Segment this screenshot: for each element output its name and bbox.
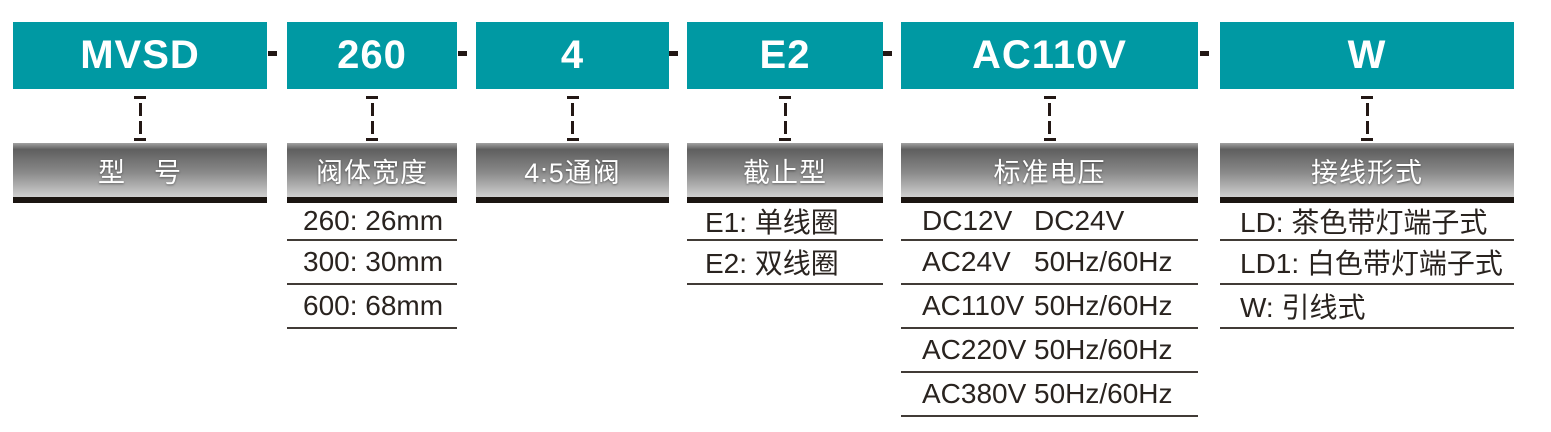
- option-text: E1: 单线圈: [705, 207, 839, 238]
- arrow-dash: [370, 121, 374, 134]
- label-underbar: [476, 197, 669, 203]
- dashed-arrow: [687, 96, 883, 141]
- option-text: LD1: 白色带灯端子式: [1240, 248, 1503, 279]
- segment-column-model: MVSD 型 号: [13, 0, 267, 203]
- segment-label-valve-type: 4:5通阀: [476, 143, 669, 197]
- option-row: LD: 茶色带灯端子式: [1220, 203, 1514, 241]
- arrow-dash: [1043, 138, 1056, 141]
- arrow-dash: [783, 121, 787, 134]
- options-list-body-width: 260: 26mm 300: 30mm 600: 68mm: [287, 203, 457, 329]
- separator-dash: [458, 51, 467, 56]
- option-row: W: 引线式: [1220, 285, 1514, 329]
- option-text: W: 引线式: [1240, 292, 1366, 323]
- segment-column-voltage: AC110V 标准电压 DC12V DC24V AC24V 50Hz/60Hz AC…: [901, 0, 1198, 417]
- label-underbar: [287, 197, 457, 203]
- arrow-dash: [566, 96, 579, 99]
- arrow-dash: [1361, 138, 1373, 141]
- option-text: LD: 茶色带灯端子式: [1240, 207, 1488, 238]
- code-box-valve-type: 4: [476, 22, 669, 89]
- option-text: E2: 双线圈: [705, 248, 839, 279]
- segment-label-wiring: 接线形式: [1220, 143, 1514, 197]
- label-underbar: [1220, 197, 1514, 203]
- arrow-dash: [134, 138, 146, 141]
- separator-dash: [883, 51, 892, 56]
- arrow-dash: [783, 103, 787, 116]
- segment-label-body-width: 阀体宽度: [287, 143, 457, 197]
- dashed-arrow: [287, 96, 457, 141]
- option-row: LD1: 白色带灯端子式: [1220, 241, 1514, 285]
- dashed-arrow: [901, 96, 1198, 141]
- arrow-dash: [779, 138, 791, 141]
- arrow-dash: [366, 138, 378, 141]
- dashed-arrow: [1220, 96, 1514, 141]
- code-box-wiring: W: [1220, 22, 1514, 89]
- option-code: AC110V: [922, 290, 1025, 321]
- arrow-dash: [1048, 103, 1051, 116]
- segment-label-model: 型 号: [13, 143, 267, 197]
- option-code: AC380V: [922, 378, 1027, 409]
- separator-dash: [1200, 51, 1209, 56]
- option-code: AC24V: [922, 246, 1011, 277]
- option-text: 300: 30mm: [303, 246, 444, 277]
- option-detail: 50Hz/60Hz: [1034, 246, 1173, 277]
- option-text: 260: 26mm: [303, 205, 444, 236]
- arrow-dash: [1048, 121, 1051, 134]
- code-box-model: MVSD: [13, 22, 267, 89]
- arrow-dash: [571, 103, 574, 116]
- segment-column-valve-type: 4 4:5通阀: [476, 0, 669, 203]
- arrow-dash: [138, 121, 142, 134]
- arrow-dash: [134, 96, 146, 99]
- arrow-dash: [779, 96, 791, 99]
- segment-column-stop-type: E2 截止型 E1: 单线圈 E2: 双线圈: [687, 0, 883, 285]
- dashed-arrow: [13, 96, 267, 141]
- segment-column-body-width: 260 阀体宽度 260: 26mm 300: 30mm 600: 68mm: [287, 0, 457, 329]
- option-code: AC220V: [922, 334, 1027, 365]
- option-row: AC24V 50Hz/60Hz: [901, 241, 1198, 285]
- arrow-dash: [138, 103, 142, 116]
- option-row: E1: 单线圈: [687, 203, 883, 241]
- code-box-voltage: AC110V: [901, 22, 1198, 89]
- option-row: AC110V 50Hz/60Hz: [901, 285, 1198, 329]
- option-detail: DC24V: [1034, 205, 1125, 236]
- segment-label-voltage: 标准电压: [901, 143, 1198, 197]
- option-detail: 50Hz/60Hz: [1034, 378, 1173, 409]
- code-box-stop-type: E2: [687, 22, 883, 89]
- label-underbar: [687, 197, 883, 203]
- option-row: 300: 30mm: [287, 241, 457, 285]
- arrow-dash: [1365, 121, 1369, 134]
- option-row: DC12V DC24V: [901, 203, 1198, 241]
- options-list-stop-type: E1: 单线圈 E2: 双线圈: [687, 203, 883, 285]
- segment-column-wiring: W 接线形式 LD: 茶色带灯端子式 LD1: 白色带灯端子式 W: 引线式: [1220, 0, 1514, 329]
- options-list-voltage: DC12V DC24V AC24V 50Hz/60Hz AC110V 50Hz/60H…: [901, 203, 1198, 417]
- options-list-wiring: LD: 茶色带灯端子式 LD1: 白色带灯端子式 W: 引线式: [1220, 203, 1514, 329]
- separator-dash: [268, 51, 277, 56]
- arrow-dash: [370, 103, 374, 116]
- segment-label-stop-type: 截止型: [687, 143, 883, 197]
- code-box-body-width: 260: [287, 22, 457, 89]
- arrow-dash: [1043, 96, 1056, 99]
- option-text: 600: 68mm: [303, 290, 444, 321]
- dashed-arrow: [476, 96, 669, 141]
- option-row: E2: 双线圈: [687, 241, 883, 285]
- arrow-dash: [1361, 96, 1373, 99]
- arrow-dash: [566, 138, 579, 141]
- option-detail: 50Hz/60Hz: [1034, 334, 1173, 365]
- label-underbar: [13, 197, 267, 203]
- label-underbar: [901, 197, 1198, 203]
- arrow-dash: [1365, 103, 1369, 116]
- option-row: 600: 68mm: [287, 285, 457, 329]
- option-detail: 50Hz/60Hz: [1034, 290, 1173, 321]
- arrow-dash: [366, 96, 378, 99]
- separator-dash: [669, 51, 678, 56]
- arrow-dash: [571, 121, 574, 134]
- option-row: 260: 26mm: [287, 203, 457, 241]
- option-code: DC12V: [922, 205, 1013, 236]
